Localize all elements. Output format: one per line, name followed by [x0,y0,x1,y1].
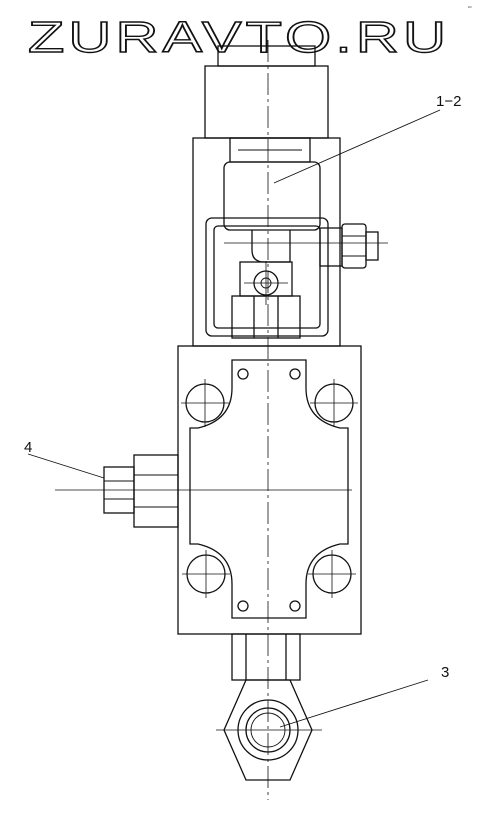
callout-label-1-2: 1−2 [436,93,461,110]
left-fitting [103,454,179,528]
center-lines [55,40,388,800]
side-fitting-right [319,223,379,269]
callout-label-3: 3 [441,664,449,681]
corner-mark: ᵉᵒ [468,5,472,11]
leader-lines [27,109,441,728]
watermark-text: ZURAVTO.RU [28,13,450,62]
upper-valve-body [192,137,341,347]
callout-label-4: 4 [24,439,32,456]
